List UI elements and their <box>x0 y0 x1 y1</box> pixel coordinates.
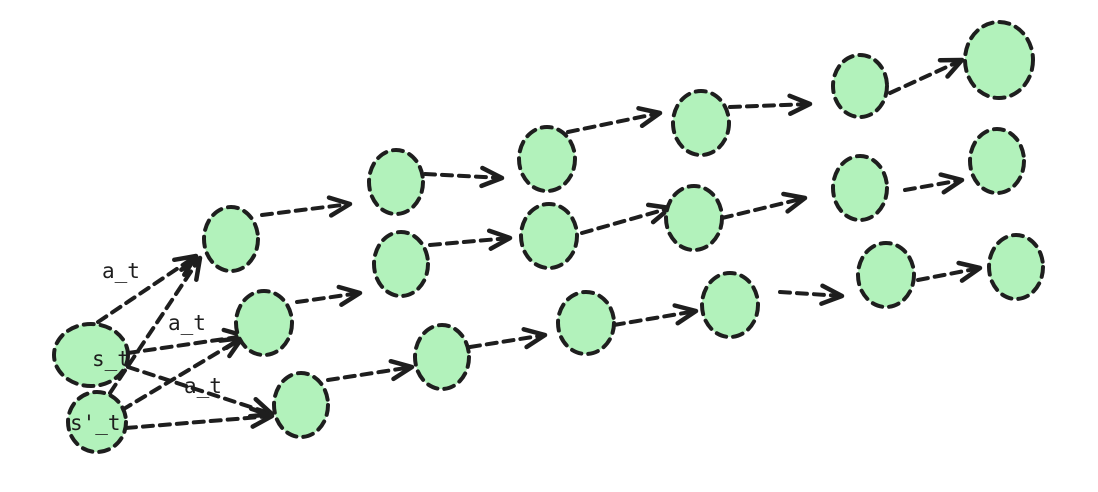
arrow-shaft <box>566 111 662 134</box>
edge-upper-2 <box>423 165 505 189</box>
arrowhead-icon <box>787 93 813 116</box>
arrow-shaft <box>728 102 812 109</box>
arrowhead-icon <box>326 195 353 218</box>
arrowhead-icon <box>486 228 513 251</box>
arrow-shaft <box>468 333 547 349</box>
edge-upper-1 <box>260 195 353 218</box>
arrowhead-icon <box>937 57 965 79</box>
arrow-shaft <box>260 202 352 217</box>
arrow-shaft <box>96 254 198 324</box>
edge-sprime-to-lower-child <box>124 406 275 430</box>
arrowhead-icon <box>938 172 965 195</box>
arrowhead-icon <box>672 303 699 326</box>
node-r3n1 <box>413 323 471 391</box>
edge-middle-1 <box>295 284 363 307</box>
arrow-shaft <box>580 206 672 235</box>
arrow-shaft <box>778 290 844 298</box>
arrow-shaft <box>903 178 964 192</box>
node-r1n2 <box>517 125 577 193</box>
node-r2n3 <box>664 184 724 252</box>
arrowhead-icon <box>636 106 663 129</box>
node-r1n3 <box>671 89 731 157</box>
state-node <box>52 322 130 388</box>
node-r1n1 <box>367 148 425 216</box>
node-r2n0 <box>234 289 294 357</box>
edges-layer <box>96 57 983 430</box>
edge-lower-3 <box>612 303 699 327</box>
arrowhead-icon <box>781 191 808 214</box>
arrow-shaft <box>612 309 698 327</box>
arrowhead-icon <box>172 253 199 277</box>
arrow-shaft <box>126 334 247 355</box>
node-r3n3 <box>700 271 760 339</box>
action-label-bottom: a_t <box>184 374 222 398</box>
arrow-shaft <box>124 414 274 430</box>
node-r1n0 <box>202 205 260 273</box>
arrowhead-icon <box>336 284 363 307</box>
node-r2n5 <box>968 127 1026 195</box>
state-prime-node <box>66 390 128 454</box>
arrow-shaft <box>108 256 202 395</box>
arrowhead-icon <box>179 255 203 282</box>
labels-layer: s_t s'_t a_t a_t a_t <box>70 259 222 435</box>
edge-sprime-to-upper-child <box>108 255 203 395</box>
arrowhead-icon <box>521 327 548 350</box>
node-r3n5 <box>987 233 1045 301</box>
arrowhead-icon <box>956 260 983 283</box>
node-r3n2 <box>556 290 616 356</box>
arrow-shaft <box>916 266 982 282</box>
node-r1n5 <box>963 20 1035 100</box>
nodes-layer <box>52 20 1045 454</box>
arrowhead-icon <box>388 358 415 382</box>
node-r3n0 <box>272 371 330 439</box>
arrow-shaft <box>295 291 362 304</box>
edge-upper-3 <box>566 106 663 134</box>
arrow-shaft <box>120 336 244 412</box>
edge-upper-4 <box>728 93 813 116</box>
edge-middle-5 <box>903 172 965 195</box>
edge-middle-4 <box>720 191 808 220</box>
action-label-middle: a_t <box>168 311 206 335</box>
arrow-shaft <box>720 196 807 220</box>
node-r2n4 <box>831 154 889 222</box>
node-r1n4 <box>831 53 889 119</box>
edge-middle-3 <box>580 202 673 235</box>
state-node-label: s_t <box>92 347 130 371</box>
edge-middle-2 <box>428 228 513 251</box>
arrow-shaft <box>326 365 414 382</box>
state-prime-node-label: s'_t <box>70 411 121 435</box>
edge-lower-5 <box>916 260 983 283</box>
arrowhead-icon <box>479 165 505 189</box>
edge-lower-1 <box>326 358 415 382</box>
arrow-shaft <box>888 58 964 95</box>
arrow-shaft <box>428 236 512 247</box>
arrowhead-icon <box>819 283 845 306</box>
arrow-shaft <box>126 365 274 416</box>
edge-lower-4 <box>778 283 845 306</box>
node-r2n1 <box>372 230 430 298</box>
action-label-top: a_t <box>102 259 140 283</box>
edge-lower-2 <box>468 327 548 350</box>
edge-s-to-upper-child <box>96 253 199 324</box>
arrowhead-icon <box>248 406 275 429</box>
node-r2n2 <box>519 202 579 270</box>
edge-upper-5 <box>888 57 965 95</box>
arrow-shaft <box>423 172 504 180</box>
node-r3n4 <box>856 241 916 309</box>
